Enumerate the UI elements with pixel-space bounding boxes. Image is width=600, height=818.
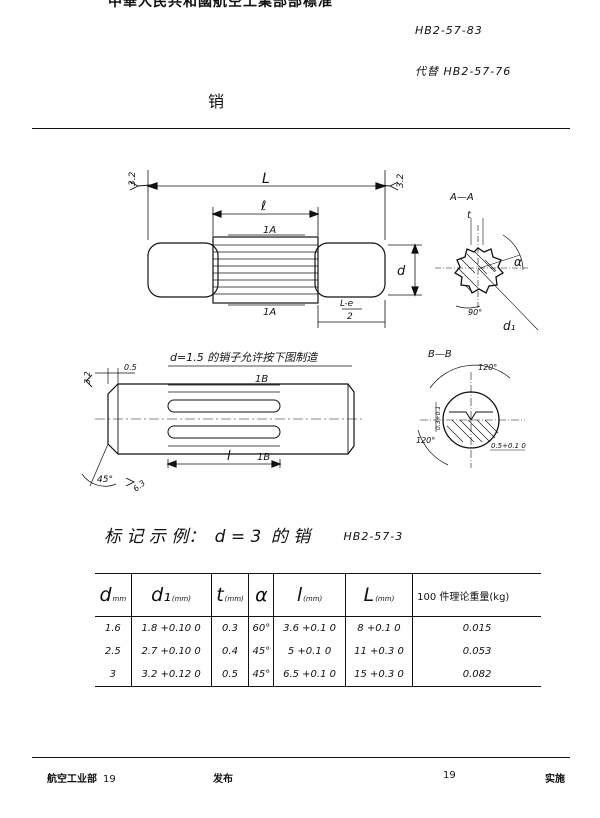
cell: 3.6 +0.1 0 (273, 616, 346, 640)
angle-90-label: 90° (468, 308, 482, 317)
pin-left-end (147, 242, 219, 298)
cell: 0.015 (412, 616, 541, 640)
col-header-mass: 100 件理论重量(kg) (412, 573, 541, 617)
example-suffix: 的 销 (270, 527, 311, 547)
col-header-d: dmm (95, 573, 132, 617)
length-l-b-label: l (227, 449, 231, 464)
footer-divider (32, 757, 570, 758)
t-label: t (467, 210, 472, 221)
section-a-a (435, 218, 539, 331)
example-code: HB2-57-3 (343, 530, 404, 543)
alt-manufacture-note: d=1.5 的销子允许按下图制造 (170, 351, 318, 364)
section-mark-1a-bottom: 1A (263, 307, 276, 318)
cell: 2.5 (104, 646, 121, 657)
cell: 0.3 (210, 616, 249, 640)
roughness-left-label: 3.2 (128, 171, 138, 186)
section-mark-1b-top: 1B (255, 374, 268, 385)
offset-numerator: L-e (340, 299, 354, 309)
cell: 15 +0.3 0 (344, 663, 413, 687)
knurled-section (212, 236, 319, 304)
pin-right-end (314, 242, 386, 298)
table-row: 3 3.2 +0.12 0 0.5 45° 6.5 +0.1 0 15 +0.3… (95, 663, 541, 687)
length-L-label: L (262, 171, 270, 187)
section-b-title: B—B (428, 349, 452, 360)
dim-left-label: 0.3+0.1 (435, 406, 442, 430)
table-row: 2.5 2.7 +0.10 0 0.4 45° 5 +0.1 0 11 +0.3… (95, 640, 541, 663)
section-mark-1a-top: 1A (263, 225, 276, 236)
cell: 45° (248, 663, 274, 687)
example-d-value: d = 3 (214, 527, 262, 547)
header-divider (32, 128, 570, 129)
table-header-row: dmm d₁(mm) t(mm) α l(mm) L(mm) 100 件理论重量… (95, 573, 541, 617)
section-a-title: A—A (449, 192, 474, 203)
cell: 0.053 (412, 640, 541, 663)
roughness-right-label: 3.2 (396, 173, 406, 188)
col-header-L: L(mm) (344, 573, 413, 617)
cell: 60° (248, 616, 274, 640)
cell: 11 +0.3 0 (344, 640, 413, 663)
length-l-label: ℓ (260, 199, 266, 214)
chamfer-label: 0.5 (124, 363, 137, 372)
cell: 8 +0.1 0 (344, 616, 413, 640)
cell: 5 +0.1 0 (273, 640, 346, 663)
document-title: 销 (208, 92, 225, 111)
offset-denominator: 2 (347, 312, 353, 322)
pin-bottom-view (81, 368, 365, 487)
footer-effective-date: 19 (443, 770, 456, 781)
footer-implemented: 实施 (545, 774, 565, 785)
section-mark-1b-bottom: 1B (257, 452, 270, 463)
cell: 1.6 (104, 623, 121, 634)
d1-label: d₁ (503, 319, 516, 333)
dimension-table: dmm d₁(mm) t(mm) α l(mm) L(mm) 100 件理论重量… (95, 573, 541, 687)
angle-120-left: 120° (416, 436, 435, 445)
col-header-t: t(mm) (210, 573, 249, 617)
col-header-d1: d₁(mm) (130, 573, 212, 617)
knurl-lines (213, 244, 318, 295)
diameter-d-label: d (397, 264, 406, 279)
cell: 2.7 +0.10 0 (130, 640, 212, 663)
roughness-bottom-label: 6.3 (132, 478, 148, 493)
section-b-b (417, 364, 525, 468)
example-prefix: 标 记 示 例： (104, 527, 206, 547)
angle-45-label: 45° (97, 475, 113, 485)
col-header-l: l(mm) (273, 573, 346, 617)
cell: 0.5 (210, 663, 249, 687)
footer-published: 发布 (213, 774, 233, 785)
angle-120-top: 120° (478, 363, 497, 372)
standard-number: HB2-57-83 (415, 24, 483, 37)
col-header-alpha: α (248, 573, 274, 617)
pin-top-view (129, 170, 422, 328)
alpha-label: α (514, 255, 522, 269)
standard-authority-title: 中華人民共和國航空工業部部標准 (108, 0, 333, 10)
replaces-standard: 代替 HB2-57-76 (415, 65, 512, 78)
cell: 45° (248, 640, 274, 663)
cell: 3.2 +0.12 0 (130, 663, 212, 687)
cell: 1.8 +0.10 0 (130, 616, 212, 640)
marking-example: 标 记 示 例： d = 3 的 销 HB2-57-3 (104, 522, 403, 547)
cell: 3 (95, 663, 132, 687)
cell: 6.5 +0.1 0 (273, 663, 346, 687)
table-row: 1.6 1.8 +0.10 0 0.3 60° 3.6 +0.1 0 8 +0.… (95, 616, 541, 640)
dim-right-label: 0.5+0.1 0 (491, 442, 526, 450)
roughness-left-b-label: 3.2 (83, 371, 92, 384)
cell: 0.4 (210, 640, 249, 663)
cell: 0.082 (412, 663, 541, 687)
